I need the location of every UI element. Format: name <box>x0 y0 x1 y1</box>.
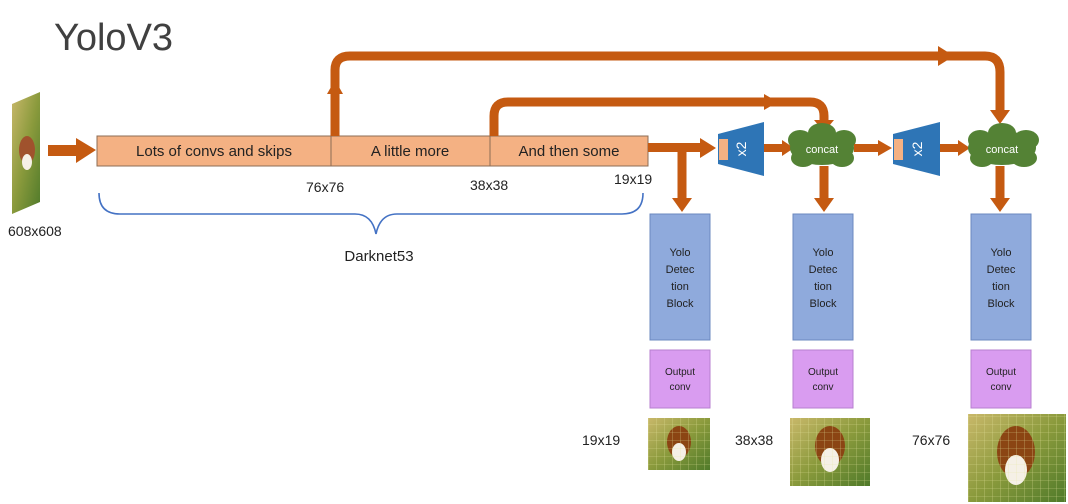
arrow-concat1-up2 <box>854 144 880 152</box>
darknet-label: Darknet53 <box>344 248 413 265</box>
output-conv-3: Output conv <box>971 350 1031 408</box>
output-image-38 <box>790 418 870 486</box>
output-label-38: 38x38 <box>735 432 773 448</box>
arrow-up2-concat2 <box>940 144 960 152</box>
upsample-label-1: x2 <box>733 141 749 156</box>
output-conv-2: Output conv <box>793 350 853 408</box>
output-conv-3-line-2: conv <box>990 382 1011 393</box>
yolo-block-3-line-1: Yolo <box>990 247 1011 259</box>
upsample-label-2: x2 <box>909 141 925 156</box>
stage-label-3: And then some <box>519 143 620 160</box>
yolo-block-1-line-1: Yolo <box>669 247 690 259</box>
yolo-block-1-line-3: tion <box>671 281 689 293</box>
skip-arrow-38 <box>494 102 824 136</box>
darknet-brace <box>99 193 643 234</box>
arrow-up1-concat1 <box>764 144 784 152</box>
upsample-2-icon <box>894 139 903 160</box>
stage-label-2: A little more <box>371 143 449 160</box>
output-conv-1-line-2: conv <box>669 382 690 393</box>
output-label-19: 19x19 <box>582 432 620 448</box>
skip-arrow-38-midhead <box>764 94 778 110</box>
concat-label-1: concat <box>806 144 838 156</box>
yolo-block-3-line-3: tion <box>992 281 1010 293</box>
skip-arrow-76-head <box>990 110 1010 124</box>
output-conv-1: Output conv <box>650 350 710 408</box>
scale-label-38: 38x38 <box>470 177 508 193</box>
down-arrow-3-head <box>990 198 1010 212</box>
yolo-block-1-line-4: Block <box>667 298 694 310</box>
yolo-block-3-line-2: Detec <box>987 264 1016 276</box>
main-arrow-19 <box>648 143 702 152</box>
yolo-block-2-line-1: Yolo <box>812 247 833 259</box>
page-title: YoloV3 <box>54 17 173 59</box>
output-conv-2-line-1: Output <box>808 367 838 378</box>
output-conv-1-line-1: Output <box>665 367 695 378</box>
skip-arrow-76 <box>335 56 1000 136</box>
concat-label-2: concat <box>986 144 1018 156</box>
upsample-1-icon <box>719 139 728 160</box>
output-image-19 <box>648 418 710 470</box>
down-arrow-2-head <box>814 198 834 212</box>
yolo-block-2-line-3: tion <box>814 281 832 293</box>
skip-arrow-76-tail <box>327 80 343 94</box>
yolo-block-1: Yolo Detec tion Block <box>650 214 710 340</box>
down-arrow-1-head <box>672 198 692 212</box>
stage-label-1: Lots of convs and skips <box>136 143 292 160</box>
input-image <box>12 92 40 214</box>
output-image-76 <box>968 414 1066 502</box>
output-conv-2-line-2: conv <box>812 382 833 393</box>
yolo-block-3: Yolo Detec tion Block <box>971 214 1031 340</box>
main-arrow-19-head <box>700 138 716 158</box>
output-label-76: 76x76 <box>912 432 950 448</box>
yolo-block-2-line-2: Detec <box>809 264 838 276</box>
input-size-label: 608x608 <box>8 223 62 239</box>
scale-label-76: 76x76 <box>306 179 344 195</box>
yolo-block-1-line-2: Detec <box>666 264 695 276</box>
arrow-concat1-up2-head <box>878 140 892 156</box>
scale-label-19: 19x19 <box>614 171 652 187</box>
skip-arrow-76-midhead <box>938 46 954 66</box>
output-conv-3-line-1: Output <box>986 367 1016 378</box>
yolo-block-2: Yolo Detec tion Block <box>793 214 853 340</box>
yolo-block-3-line-4: Block <box>988 298 1015 310</box>
yolo-block-2-line-4: Block <box>810 298 837 310</box>
input-arrow <box>48 138 96 163</box>
